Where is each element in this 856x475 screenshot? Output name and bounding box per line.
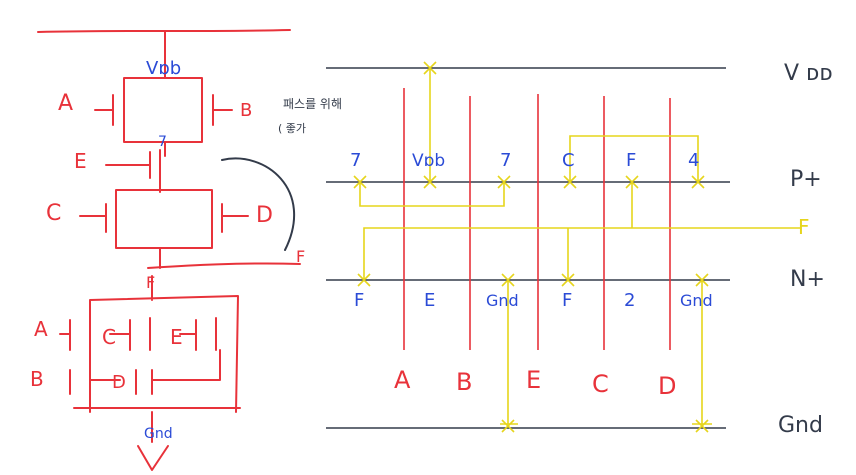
schematic-node-f: F [146, 273, 155, 292]
rail-label-nplus: N+ [790, 267, 825, 292]
nmos-gate-label-e: E [170, 325, 183, 349]
nmos-gate-label-a: A [34, 317, 48, 341]
gate-label-b: B [240, 100, 252, 121]
metal-gnd-right [692, 280, 712, 425]
bottom-label-2: E [424, 290, 435, 311]
output-label-f: F [798, 215, 810, 239]
bottom-label-1: F [354, 290, 364, 311]
gate-name-e: E [526, 366, 541, 394]
schematic-node-7: 7 [158, 134, 167, 150]
top-label-3: 7 [500, 150, 511, 171]
bottom-label-6: Gnd [680, 291, 713, 310]
gate-name-d: D [658, 372, 676, 400]
schematic-vdd-bar [37, 29, 291, 33]
contact-p-3 [497, 175, 511, 189]
top-label-6: 4 [688, 150, 699, 171]
gate-label-d: D [256, 203, 273, 228]
gate-label-c: C [46, 201, 61, 226]
gate-label-a: A [58, 91, 73, 116]
bottom-label-5: 2 [624, 290, 635, 311]
schematic-gnd-label: Gnd [144, 426, 173, 442]
contact-p-4 [563, 175, 577, 189]
contact-n-4 [695, 273, 709, 287]
top-label-1: 7 [350, 150, 361, 171]
contact-p-5 [625, 175, 639, 189]
contact-gnd-1 [501, 419, 515, 433]
annotation-subtext: ( 좋가 [278, 122, 306, 135]
contact-p-1 [353, 175, 367, 189]
schematic-nmos-box [59, 275, 241, 413]
rail-label-gnd: Gnd [778, 413, 823, 438]
schematic-labels: Vɒb A B 7 E C D F F A C E B D Gnd 패스를 위해… [30, 58, 342, 442]
contact-p-2 [423, 175, 437, 189]
contact-gnd-2 [695, 419, 709, 433]
contact-n-2 [501, 273, 515, 287]
gate-name-b: B [456, 368, 472, 396]
nmos-gate-label-d: D [112, 372, 126, 393]
stick-diagram: V ᴅᴅ P+ N+ Gnd F 7 Vɒb 7 C F 4 F E Gnd F… [326, 61, 833, 438]
contact-n-1 [357, 273, 371, 287]
contact-p-6 [691, 175, 705, 189]
nmos-gate-label-c: C [102, 325, 116, 349]
rail-label-pplus: P+ [790, 167, 822, 192]
nmos-gate-label-b: B [30, 367, 44, 391]
metal-output-bus [363, 227, 800, 280]
schematic-pmos-cd [79, 189, 249, 269]
rail-label-vdd: V ᴅᴅ [784, 61, 833, 86]
contact-vdd [423, 61, 437, 75]
bottom-label-3: Gnd [486, 291, 519, 310]
schematic-output-line [147, 262, 301, 269]
contact-n-3 [561, 273, 575, 287]
bottom-label-4: F [562, 290, 572, 311]
schematic-annotation-arc [221, 157, 296, 251]
schematic-pmos-ab [94, 77, 233, 157]
metal-c4-link [569, 135, 699, 182]
metal-node7-link [359, 182, 505, 207]
gate-name-a: A [394, 366, 411, 394]
top-label-2: Vɒb [412, 151, 445, 171]
gate-name-c: C [592, 370, 609, 398]
top-label-4: C [562, 150, 575, 171]
schematic-vdd-label: Vɒb [146, 58, 181, 79]
annotation-text: 패스를 위해 [283, 97, 342, 111]
schematic-gnd-arrow [137, 411, 169, 471]
schematic-output-label: F [296, 247, 305, 266]
top-label-5: F [626, 150, 636, 171]
schematic [37, 29, 301, 471]
schematic-pmos-e [105, 149, 161, 193]
gate-label-e: E [74, 149, 87, 173]
